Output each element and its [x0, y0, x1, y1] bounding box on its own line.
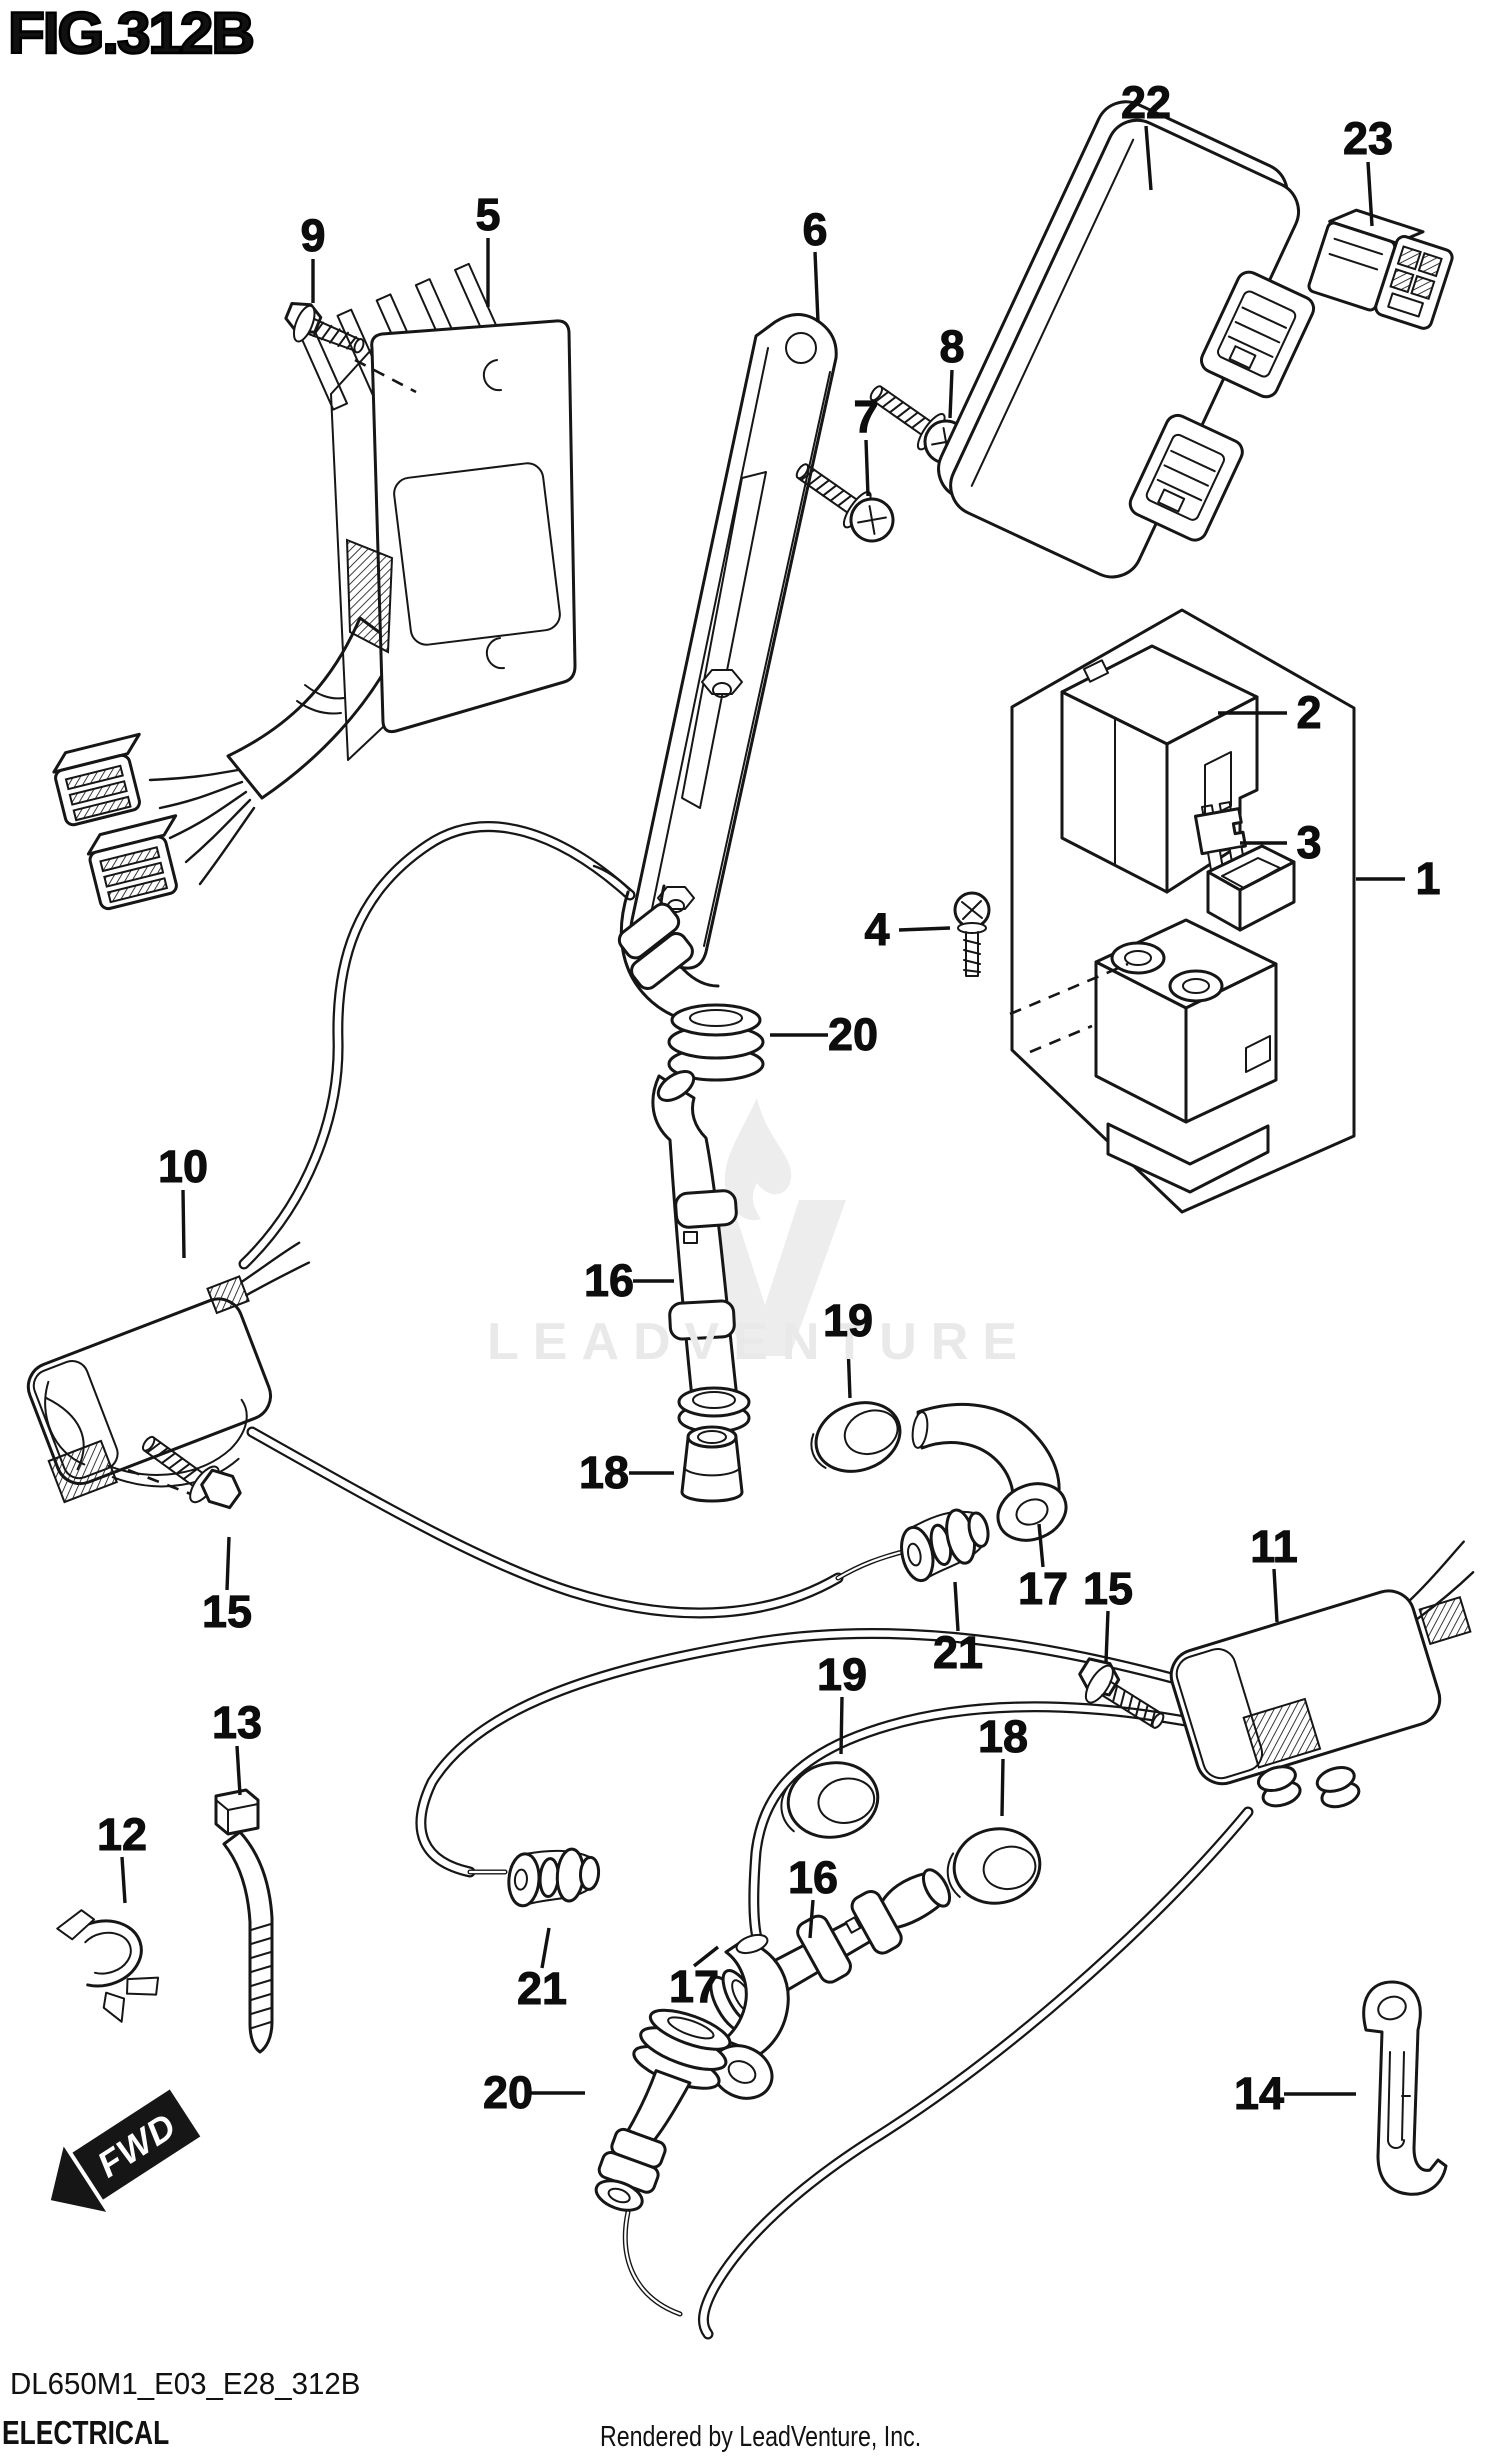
part-13-cable-tie — [214, 1788, 274, 2054]
callout-21-rear: 21 — [516, 1963, 568, 2015]
callout-20-rear: 20 — [482, 2067, 534, 2119]
callout-13: 13 — [211, 1697, 263, 1749]
leader-lines — [120, 125, 1405, 2096]
callout-22: 22 — [1120, 77, 1172, 129]
callout-4: 4 — [864, 904, 890, 956]
callout-16-rear: 16 — [787, 1852, 839, 1904]
part-18-boot-front — [680, 1425, 744, 1503]
callout-17-front: 17 — [1017, 1563, 1069, 1615]
part-12-clamp — [56, 1909, 160, 2023]
callout-7: 7 — [853, 391, 879, 443]
callout-10: 10 — [157, 1141, 209, 1193]
part-7-screw — [795, 463, 895, 543]
part-15-bolt-left — [141, 1435, 242, 1510]
callout-16-front: 16 — [583, 1255, 635, 1307]
figure-title: FIG.312B — [7, 0, 257, 67]
watermark-text: LEADVENTURE — [487, 1313, 1032, 1371]
part-4-screw — [953, 891, 991, 977]
callout-18-rear: 18 — [977, 1711, 1029, 1763]
part-1-relay-assembly — [1009, 608, 1356, 1214]
part-17-elbow-rear — [710, 1933, 790, 2100]
part-9-bolt — [284, 302, 365, 354]
harness-connector-a — [52, 732, 141, 827]
part-2-relay-cover — [1060, 644, 1259, 894]
part-16-cap-tube-front — [651, 1070, 751, 1434]
callout-8: 8 — [939, 321, 965, 373]
callout-5: 5 — [475, 189, 501, 241]
section-title: ELECTRICAL — [2, 2414, 170, 2451]
harness-connector-b — [86, 814, 178, 911]
callout-1: 1 — [1415, 853, 1441, 905]
callout-12: 12 — [96, 1809, 148, 1861]
part-11-ignition-coil-rear — [1169, 1540, 1475, 1809]
callout-19-front: 19 — [822, 1295, 874, 1347]
part-10-ignition-coil-front — [26, 1241, 311, 1504]
part-20-plug-cap-rear — [594, 2008, 732, 2212]
part-6-bracket — [629, 313, 838, 970]
callout-3: 3 — [1296, 817, 1322, 869]
callout-6: 6 — [802, 204, 828, 256]
relay-body — [1094, 844, 1296, 1194]
callout-14: 14 — [1233, 2068, 1285, 2120]
fwd-badge: FWD — [50, 2089, 201, 2212]
part-20-plug-cap-front — [592, 864, 765, 1082]
callout-23: 23 — [1342, 113, 1394, 165]
callout-21-front: 21 — [932, 1627, 984, 1679]
callout-15-left: 15 — [201, 1586, 253, 1638]
callout-19-rear: 19 — [816, 1649, 868, 1701]
callout-2: 2 — [1296, 687, 1322, 739]
render-credit: Rendered by LeadVenture, Inc. — [600, 2421, 922, 2453]
part-14-band-strap — [1362, 1980, 1448, 2196]
part-23-connector — [1307, 208, 1454, 330]
part-15-bolt-right — [1078, 1657, 1165, 1729]
part-18-boot-rear — [946, 1827, 1042, 1905]
part-5-regulator-rectifier — [297, 262, 577, 761]
drawing-code: DL650M1_E03_E28_312B — [10, 2366, 361, 2401]
callout-20-front: 20 — [827, 1009, 879, 1061]
wiring-harness — [148, 616, 1254, 2340]
callout-17-rear: 17 — [668, 1961, 720, 2013]
callout-11: 11 — [1250, 1521, 1299, 1573]
callout-9: 9 — [300, 210, 326, 262]
part-21-grommet-front — [900, 1508, 990, 1583]
watermark-logo — [688, 1098, 846, 1356]
part-21-grommet-rear — [507, 1847, 601, 1908]
part-22-ecu — [937, 100, 1316, 579]
callout-15-right: 15 — [1082, 1563, 1134, 1615]
part-19-seal-ring-rear — [780, 1761, 880, 1839]
callout-18-front: 18 — [578, 1447, 630, 1499]
part-17-elbow-front — [911, 1402, 1068, 1542]
part-19-seal-ring-front — [810, 1401, 902, 1473]
